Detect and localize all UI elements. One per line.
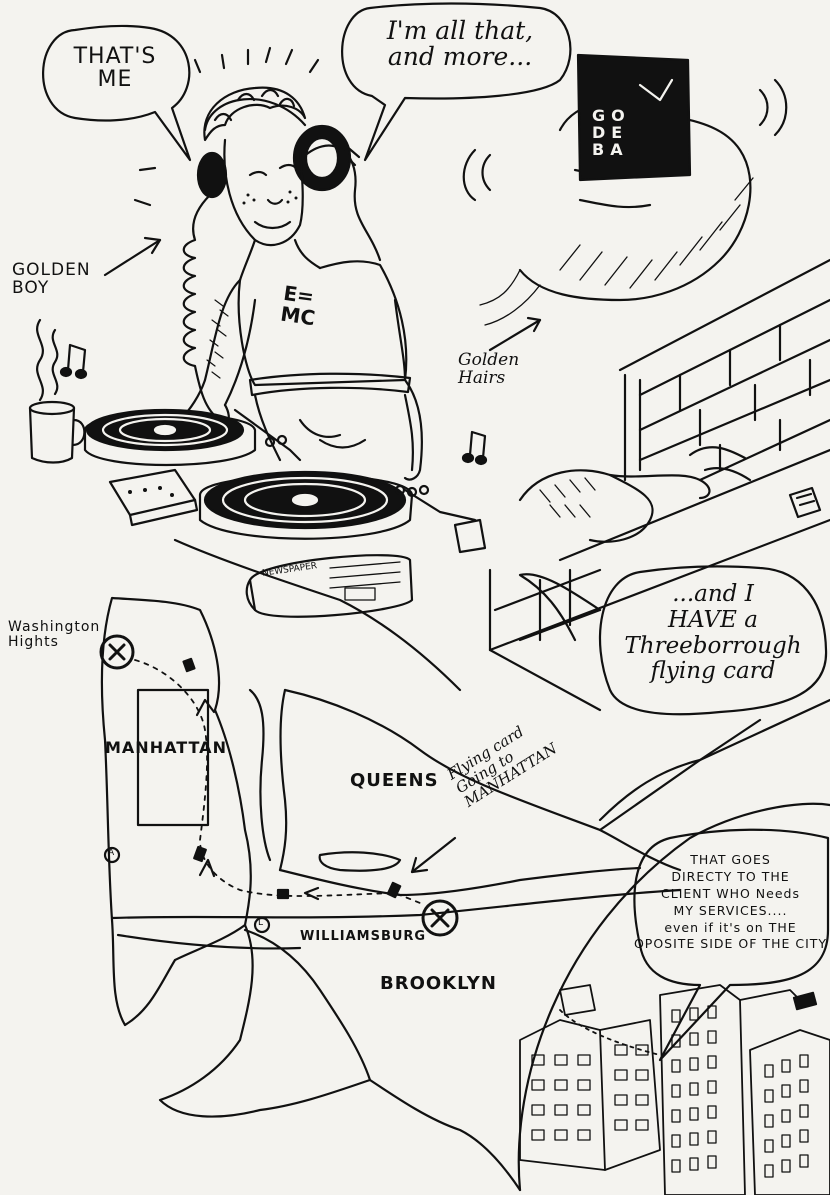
label-golden-hairs: Golden Hairs	[458, 350, 520, 388]
bubble-goes-directly-text: THAT GOES DIRECTY TO THE CLIENT WHO Need…	[633, 852, 828, 952]
city-lens	[517, 802, 830, 1192]
card-letters: GO DE BA	[592, 106, 631, 159]
bubble-thats-me	[42, 24, 192, 162]
small-box	[453, 518, 487, 554]
headphone-cord	[182, 193, 222, 422]
bubble-thats-me-text: THAT'S ME	[73, 44, 157, 93]
map-east-river	[248, 688, 288, 872]
location-x-marker	[99, 634, 135, 670]
subway-marker-a	[103, 846, 121, 864]
music-note-icon	[461, 430, 488, 466]
flying-card-route	[134, 659, 426, 906]
subway-marker-l	[253, 916, 271, 934]
shirt-print: E= MC	[279, 280, 317, 331]
bubble-flying-card	[518, 565, 828, 716]
golden-hairs-arrow	[488, 316, 542, 352]
hairy-hand-lower	[518, 446, 752, 543]
coffee-mug-icon	[28, 400, 86, 464]
map-manhattan-outline	[100, 596, 252, 1027]
mixer-box	[108, 468, 199, 527]
map-markers	[99, 634, 459, 937]
knobs	[264, 434, 430, 498]
golden-boy-arrow	[103, 236, 162, 277]
map-label-williamsburg: WILLIAMSBURG	[300, 929, 427, 944]
turntable-left	[83, 408, 302, 467]
dj-character	[170, 86, 423, 481]
coffee-steam	[36, 318, 59, 402]
excitement-marks	[133, 46, 320, 207]
map-interior-block	[136, 688, 210, 827]
city-buildings	[519, 984, 830, 1195]
map-label-brooklyn: BROOKLYN	[380, 973, 497, 994]
bubble-flying-card-text: ...and I HAVE a Threeborrough flying car…	[624, 581, 802, 685]
hairy-arm	[462, 53, 788, 326]
bubble-goes-directly	[633, 828, 830, 1062]
route-card-icons	[182, 657, 402, 900]
music-note-icon	[59, 343, 88, 380]
subway-label-l: L	[258, 918, 264, 928]
bubble-all-that	[341, 2, 572, 162]
label-golden-boy: GOLDEN BOY	[12, 260, 91, 298]
route-arrowheads	[195, 698, 320, 901]
subway-label-a: A	[108, 848, 115, 858]
map-label-queens: QUEENS	[350, 770, 439, 791]
map-queens-brooklyn-outline	[110, 538, 830, 1192]
map-label-washington-heights: Washington Hights	[8, 619, 101, 650]
bubble-all-that-text: I'm all that, and more...	[386, 16, 534, 72]
turntable-right	[198, 470, 477, 540]
map-label-manhattan: MANHATTAN	[105, 738, 227, 757]
location-x-marker	[421, 899, 459, 937]
brick-wall	[488, 258, 830, 712]
flying-card-note-arrow	[410, 836, 457, 874]
newspaper-icon	[245, 554, 414, 618]
